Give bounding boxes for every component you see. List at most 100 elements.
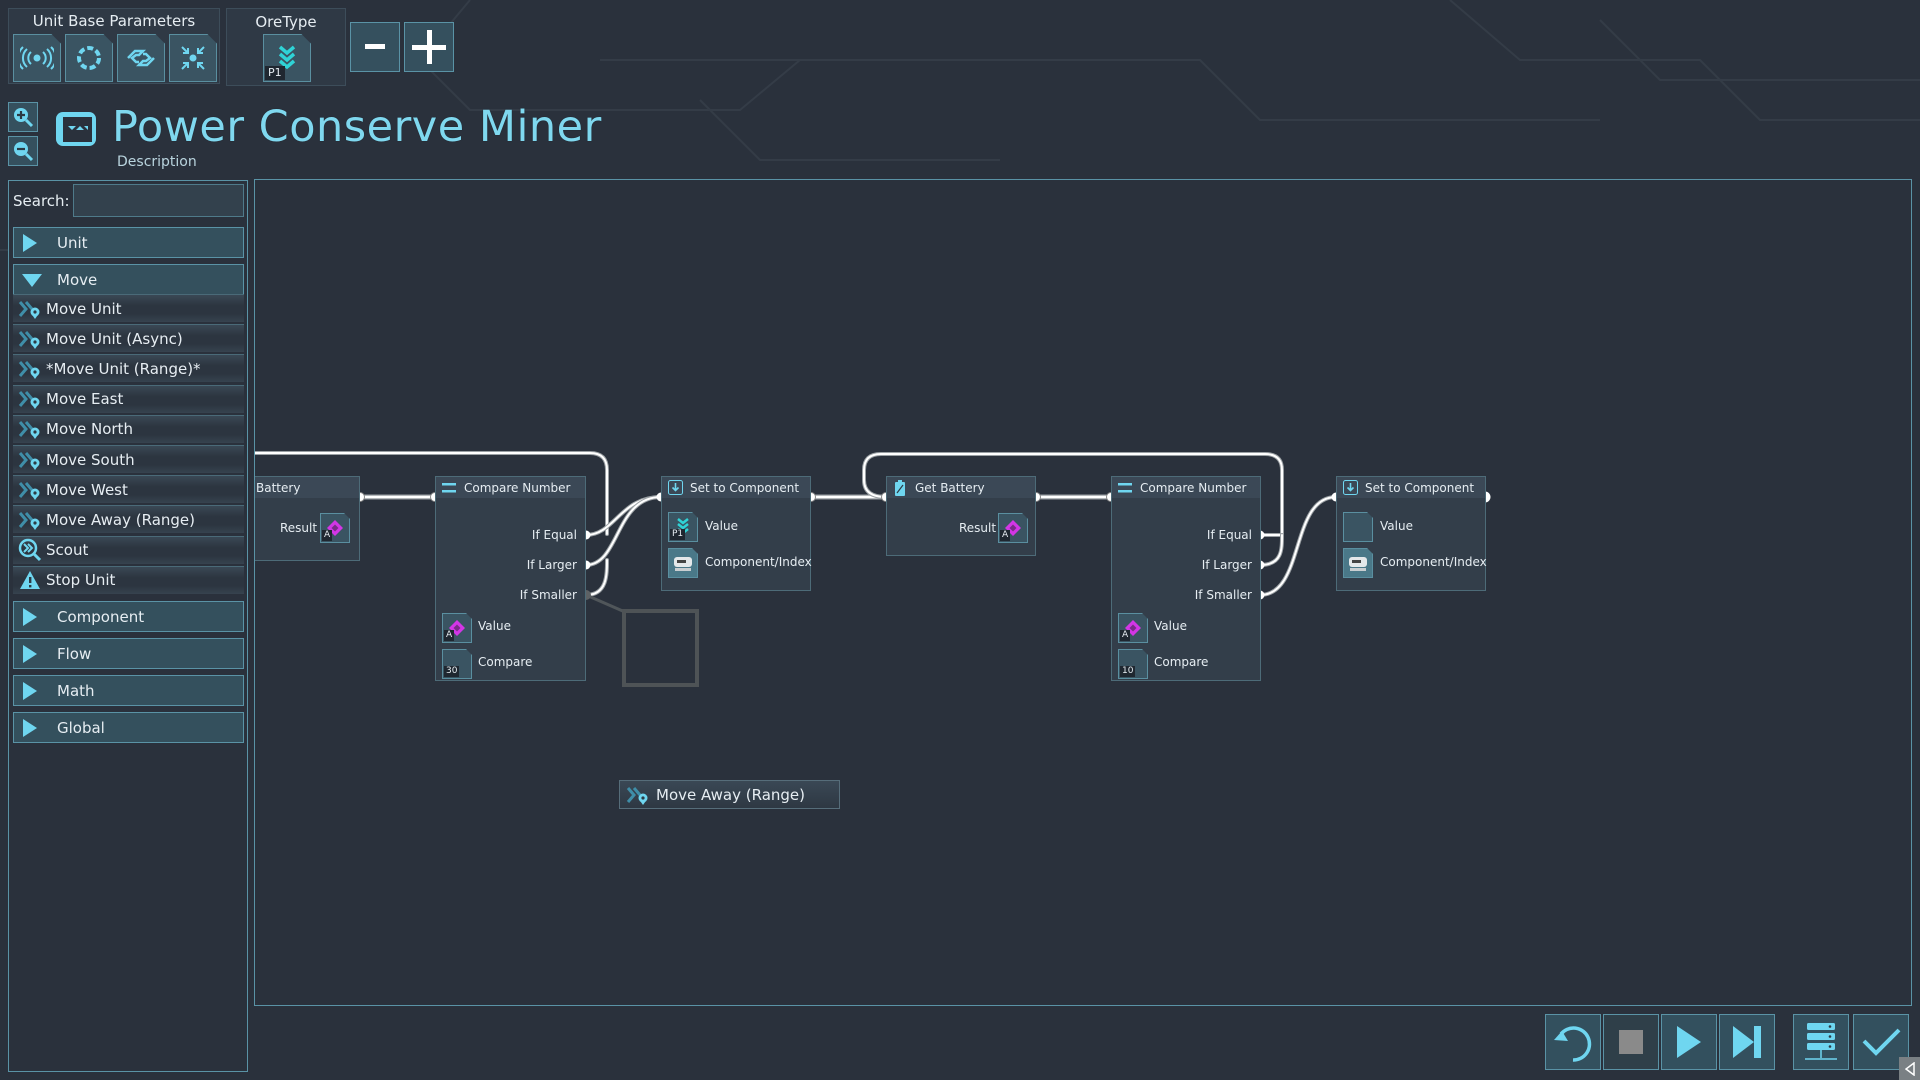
selection-box [622,609,699,687]
node-header[interactable]: Set to Component [1337,477,1485,498]
minus-icon [365,44,385,49]
compare-slot[interactable]: 10 [1118,649,1148,679]
register-slot[interactable]: A [320,513,350,543]
node-battery[interactable]: Battery Result A [255,476,360,561]
move-item-label: Move Away (Range) [46,510,195,529]
library-button[interactable] [1793,1014,1849,1070]
value-slot[interactable]: A [1118,613,1148,643]
param-signal-tile[interactable] [13,34,61,82]
expand-arrow-icon [23,607,37,626]
node-header[interactable]: Compare Number [436,477,585,498]
node-title: Battery [256,480,301,495]
input-compare-label: Compare [478,655,533,669]
move-icon [18,421,40,440]
step-icon [1733,1026,1761,1058]
value-slot[interactable]: A [442,613,472,643]
move-item[interactable]: Move Unit [13,294,244,322]
node-compare-number-2[interactable]: Compare Number If Equal If Larger If Sma… [1111,476,1261,681]
category-flow[interactable]: Flow [13,638,244,669]
move-item[interactable]: Move North [13,414,244,443]
zoom-in-button[interactable] [8,102,38,132]
slot-tag: 10 [1120,666,1136,677]
wire [584,495,663,537]
zoom-in-icon [14,108,34,128]
move-item[interactable]: Move South [13,445,244,473]
stop-icon [1619,1030,1643,1054]
play-icon [1677,1026,1701,1058]
program-description[interactable]: Description [117,154,197,170]
compare-icon [442,482,456,492]
wire [584,558,609,597]
search-label: Search: [13,192,70,210]
wire [584,495,663,567]
collapse-arrow-icon [22,273,42,287]
server-stack-icon [1805,1023,1837,1060]
node-graph-canvas[interactable]: Battery Result A Compare Number If Equal… [254,179,1912,1006]
component-icon [674,557,692,571]
node-title: Compare Number [1140,480,1247,495]
zoom-out-button[interactable] [8,136,38,166]
item-icon-wrap [16,570,44,590]
move-icon [18,330,40,349]
input-value-label: Value [705,519,738,533]
param-converge-tile[interactable] [169,34,217,82]
plus-button[interactable] [404,22,454,72]
value-slot[interactable] [1343,512,1373,542]
stop-button[interactable] [1603,1014,1659,1070]
input-value-label: Value [1154,619,1187,633]
component-slot[interactable] [668,548,698,578]
output-if-smaller: If Smaller [519,588,577,602]
step-button[interactable] [1719,1014,1775,1070]
register-slot[interactable]: A [998,513,1028,543]
category-label: Move [57,270,98,289]
move-item[interactable]: Move Away (Range) [13,505,244,534]
compare-icon [1118,482,1132,492]
wire [1258,533,1284,567]
oretype-tile[interactable]: P1 [263,34,311,82]
move-item[interactable]: Move Unit (Async) [13,324,244,353]
component-slot[interactable] [1343,548,1373,578]
program-title[interactable]: Power Conserve Miner [112,102,602,152]
node-header[interactable]: Compare Number [1112,477,1260,498]
oretype-tag: P1 [265,66,285,80]
node-header[interactable]: Get Battery [887,477,1035,498]
restart-button[interactable] [1545,1014,1601,1070]
play-button[interactable] [1661,1014,1717,1070]
move-item[interactable]: Move East [13,384,244,413]
node-header[interactable]: Set to Component [662,477,810,498]
node-set-to-component-1[interactable]: Set to Component P1 Value Component/Inde… [661,476,812,591]
node-compare-number-1[interactable]: Compare Number If Equal If Larger If Sma… [435,476,586,681]
signal-icon [20,46,54,70]
move-item[interactable]: Move West [13,475,244,504]
item-icon-wrap [16,329,44,349]
value-slot[interactable]: P1 [668,512,698,542]
node-title: Set to Component [1365,480,1475,495]
move-item[interactable]: Stop Unit [13,565,244,594]
item-icon-wrap [16,480,44,500]
category-unit[interactable]: Unit [13,227,244,258]
node-set-to-component-2[interactable]: Set to Component Value Component/Index [1336,476,1487,591]
category-global[interactable]: Global [13,712,244,743]
node-header[interactable]: Battery [255,477,359,498]
node-get-battery[interactable]: Get Battery Result A [886,476,1036,556]
compare-slot[interactable]: 30 [442,649,472,679]
category-label: Unit [57,233,88,252]
dragged-node-item[interactable]: Move Away (Range) [619,780,840,809]
collapse-panel-toggle[interactable] [1899,1057,1920,1080]
move-item-label: *Move Unit (Range)* [46,359,201,378]
param-link-tile[interactable] [117,34,165,82]
slot-tag: A [444,630,455,641]
move-item[interactable]: Scout [13,535,244,564]
category-move[interactable]: Move [13,264,244,295]
slot-tag: A [322,530,333,541]
search-input[interactable] [73,184,244,217]
minus-button[interactable] [350,22,400,72]
input-value-label: Value [478,619,511,633]
category-math[interactable]: Math [13,675,244,706]
category-component[interactable]: Component [13,601,244,632]
param-aperture-tile[interactable] [65,34,113,82]
move-icon [18,360,40,379]
move-item[interactable]: *Move Unit (Range)* [13,354,244,383]
warning-icon [20,571,40,590]
category-label: Flow [57,644,92,663]
